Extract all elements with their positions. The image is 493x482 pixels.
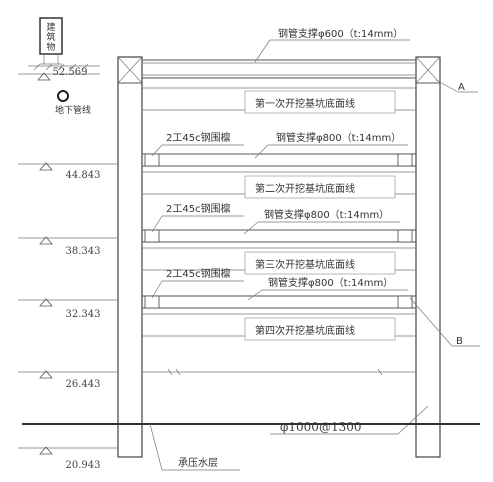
- building-label-3: 物: [46, 41, 55, 53]
- excavation-label-2: 第二次开挖基坑底面线: [255, 182, 355, 195]
- excavation-level-1: [142, 87, 416, 114]
- elevation-marker-1: 52.569: [18, 67, 100, 81]
- strut-label-3: 钢管支撑φ800（t:14mm）: [268, 276, 393, 289]
- pile-spec-label: φ1000@1300: [280, 420, 361, 434]
- pile-spec: [270, 405, 429, 435]
- pipeline-label: 地下管线: [55, 104, 91, 116]
- elevation-label-6: 20.943: [66, 460, 101, 471]
- callout-b: B: [456, 336, 463, 347]
- building-label-1: 建: [46, 21, 55, 33]
- elevation-marker-4: 32.343: [18, 298, 118, 320]
- elevation-marker-3: 38.343: [18, 236, 118, 257]
- elevation-label-1: 52.569: [53, 67, 88, 78]
- elevation-marker-5: 26.443: [18, 370, 118, 390]
- waling-label-3: 2工45c钢围檩: [166, 267, 231, 280]
- elevation-label-3: 38.343: [66, 246, 101, 257]
- excavation-label-4: 第四次开挖基坑底面线: [255, 324, 355, 337]
- callout-a-leader: [435, 79, 459, 93]
- elevation-marker-2: 44.843: [18, 162, 118, 181]
- building: 建 筑 物: [39, 17, 63, 65]
- elevation-label-4: 32.343: [66, 309, 101, 320]
- strut-label-2: 钢管支撑φ800（t:14mm）: [264, 208, 389, 221]
- elevation-label-5: 26.443: [66, 379, 101, 390]
- pipeline-icon: [57, 90, 69, 102]
- aquifer-leader: [149, 423, 163, 471]
- strut-level-3: [142, 215, 416, 243]
- elevation-label-2: 44.843: [66, 170, 101, 181]
- excavation-label-1: 第一次开挖基坑底面线: [255, 97, 355, 110]
- excavation-level-4: [142, 313, 416, 341]
- excavation-label-3: 第三次开挖基坑底面线: [255, 258, 355, 271]
- left-pile: [117, 56, 143, 458]
- excavation-level-3: [142, 247, 416, 275]
- waling-label-1: 2工45c钢围檩: [166, 131, 231, 144]
- aquifer-label: 承压水层: [178, 457, 218, 469]
- callout-a: A: [458, 82, 465, 93]
- strut-label-1: 钢管支撑φ800（t:14mm）: [276, 131, 401, 144]
- excavation-level-2: [142, 171, 416, 199]
- final-grade: [142, 368, 416, 376]
- elevation-marker-6: 20.943: [18, 446, 118, 471]
- ground-hatch: [28, 63, 100, 71]
- strut-level-2: [142, 144, 416, 167]
- top-strut-label: 钢管支撑φ600（t:14mm）: [278, 27, 403, 40]
- callout-b-leader: [409, 297, 453, 347]
- waling-label-2: 2工45c钢围檩: [166, 202, 231, 215]
- right-pile: [415, 56, 441, 458]
- top-strut: [142, 39, 416, 79]
- building-label-2: 筑: [46, 31, 55, 43]
- strut-level-4: [142, 280, 416, 309]
